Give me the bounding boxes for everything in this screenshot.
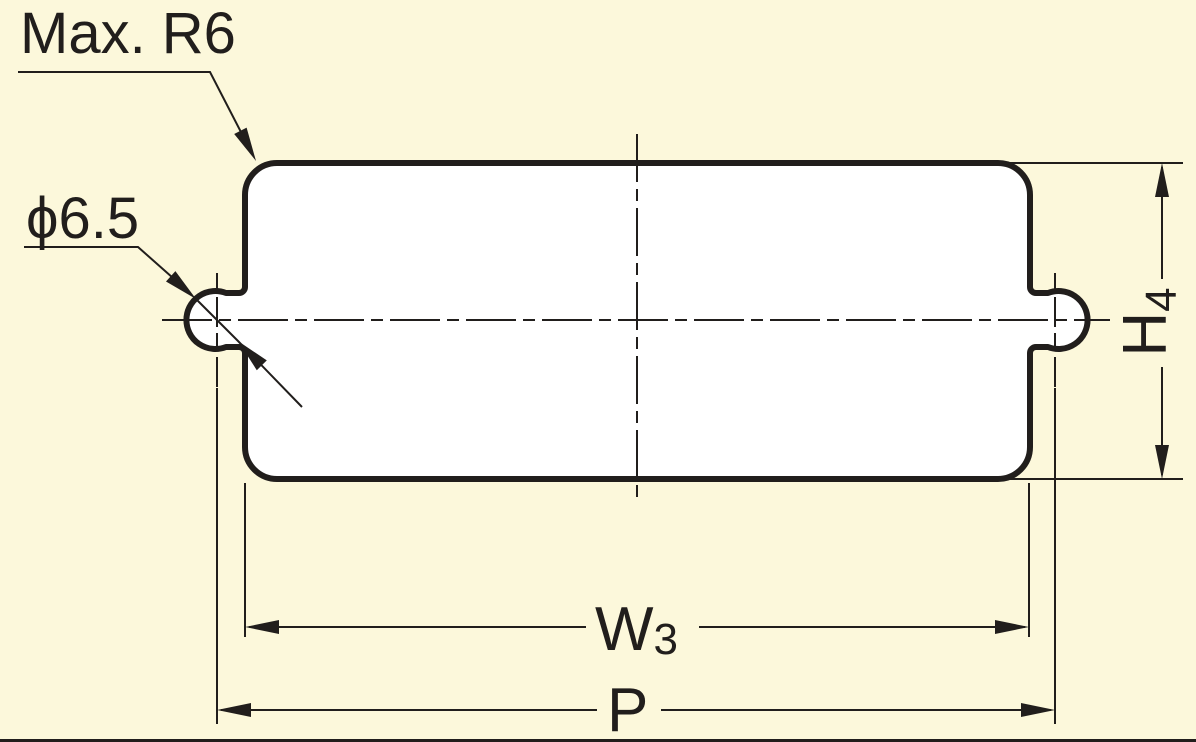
leader-arrow-hole-upper: [166, 271, 196, 299]
leader-line-hole-diameter: [24, 246, 174, 279]
arrow-pitch-right: [1021, 703, 1055, 717]
dimension-width: W3: [244, 483, 1030, 664]
arrow-height-bottom: [1155, 445, 1169, 479]
arrow-pitch-left: [217, 703, 251, 717]
leader-corner-radius: Max. R6: [18, 1, 256, 161]
dim-width-label: W3: [595, 595, 678, 664]
dimension-pitch: P: [217, 676, 1055, 742]
leader-arrow-corner-radius: [234, 127, 256, 161]
corner-radius-note: Max. R6: [20, 1, 236, 66]
dim-pitch-label: P: [607, 676, 648, 742]
arrow-height-top: [1155, 163, 1169, 197]
arrow-width-left: [245, 620, 279, 634]
leader-line-corner-radius: [18, 71, 244, 137]
dimension-height: H4: [1008, 162, 1186, 480]
dim-height-label: H4: [1111, 287, 1186, 356]
leader-arrow-hole-lower: [238, 341, 267, 371]
arrow-width-right: [995, 620, 1029, 634]
hole-diameter-note: ϕ6.5: [26, 186, 139, 251]
leader-hole-diameter: ϕ6.5: [24, 186, 303, 408]
centerlines: [162, 134, 1110, 724]
bottom-border-rule: [0, 739, 1196, 742]
